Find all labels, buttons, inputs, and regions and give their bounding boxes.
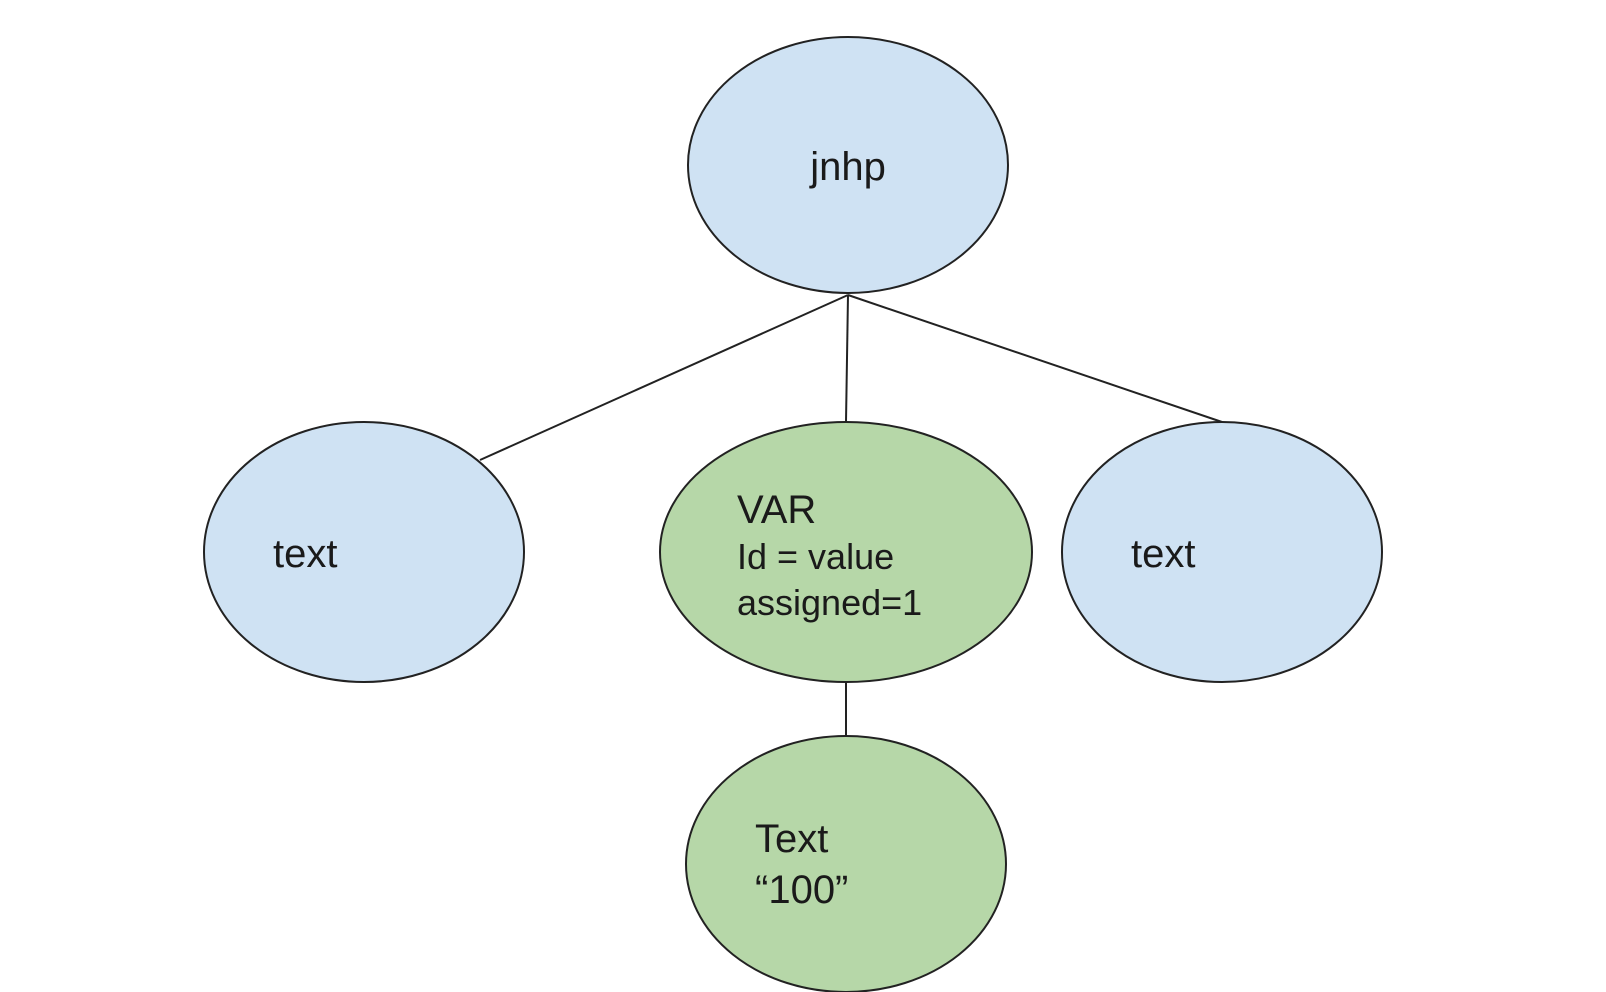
edge-root-left <box>479 294 849 461</box>
node-child-line1: Text <box>755 817 828 861</box>
node-right-label: text <box>1131 532 1195 576</box>
node-child[interactable]: Text “100” <box>685 735 1007 992</box>
node-child-shape <box>685 735 1007 992</box>
edge-root-right <box>847 294 1223 423</box>
node-root-label: jnhp <box>809 145 886 189</box>
node-left[interactable]: text <box>203 421 525 683</box>
node-right-shape <box>1061 421 1383 683</box>
node-left-shape <box>203 421 525 683</box>
node-center-line1: VAR <box>737 488 816 532</box>
node-right[interactable]: text <box>1061 421 1383 683</box>
node-center-line3: assigned=1 <box>737 582 922 623</box>
node-center[interactable]: VAR Id = value assigned=1 <box>659 421 1033 683</box>
node-child-line2: “100” <box>755 868 848 912</box>
node-left-label: text <box>273 532 337 576</box>
node-root[interactable]: jnhp <box>687 36 1009 294</box>
node-center-shape <box>659 421 1033 683</box>
node-root-shape <box>687 36 1009 294</box>
edge-root-center <box>845 294 849 423</box>
node-center-line2: Id = value <box>737 536 894 577</box>
